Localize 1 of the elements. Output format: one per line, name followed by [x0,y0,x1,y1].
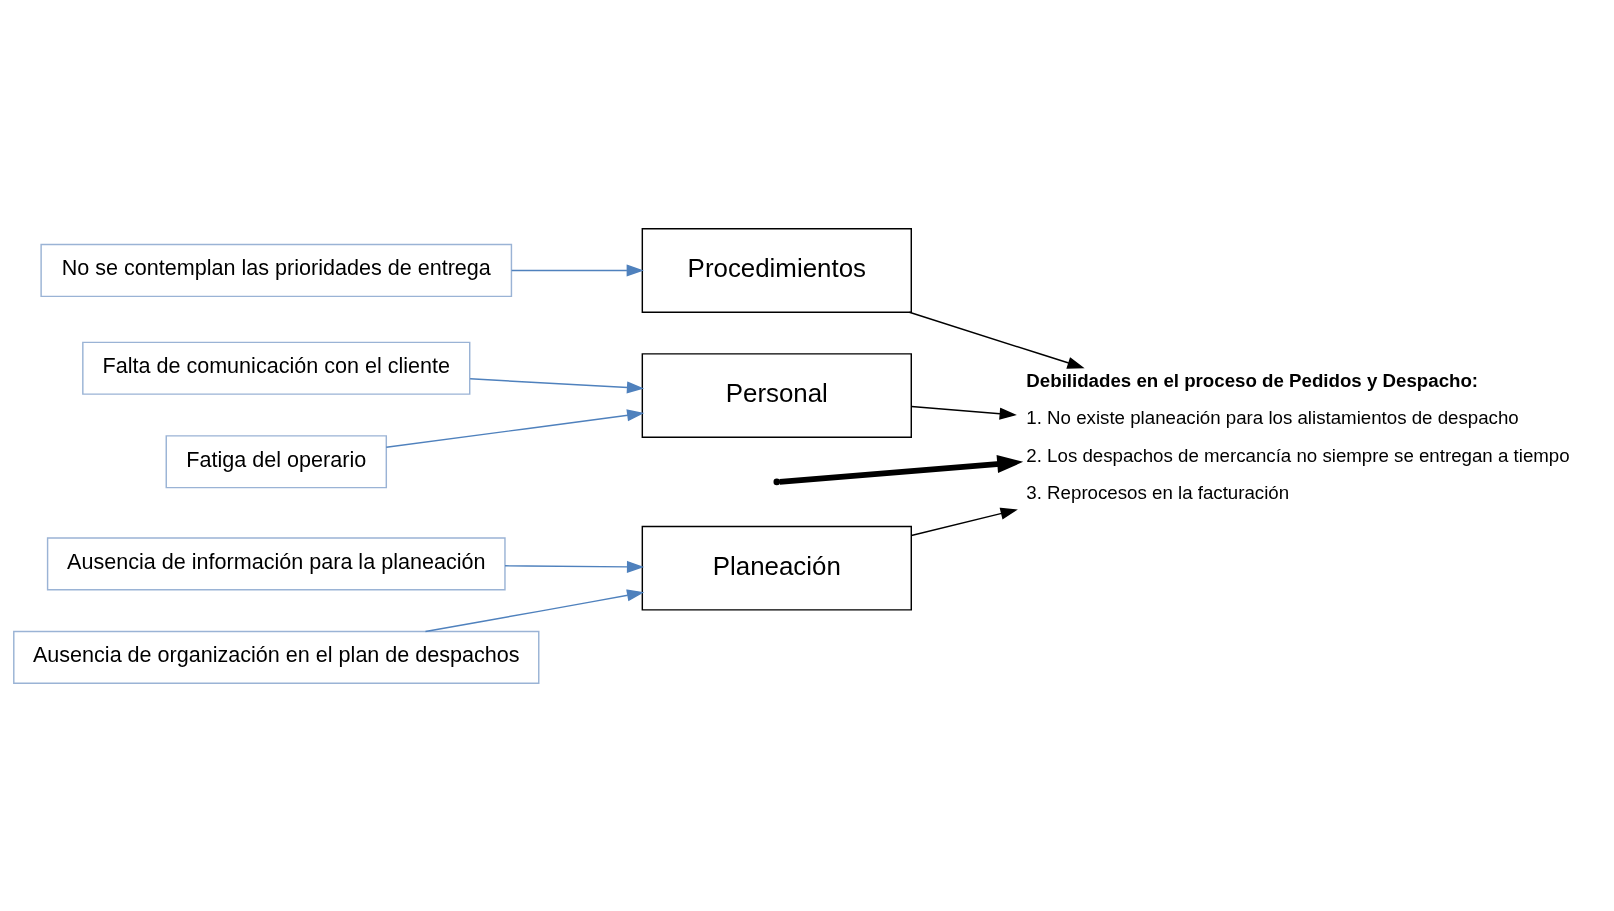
node-text: Debilidades en el proceso de Pedidos y Despacho: 1. No existe planeación para los alistamientos de despacho 2. Los despachos de mercancía no siempre se entregan a tiempo 3. Reprocesos en la facturación [1026,369,1570,503]
